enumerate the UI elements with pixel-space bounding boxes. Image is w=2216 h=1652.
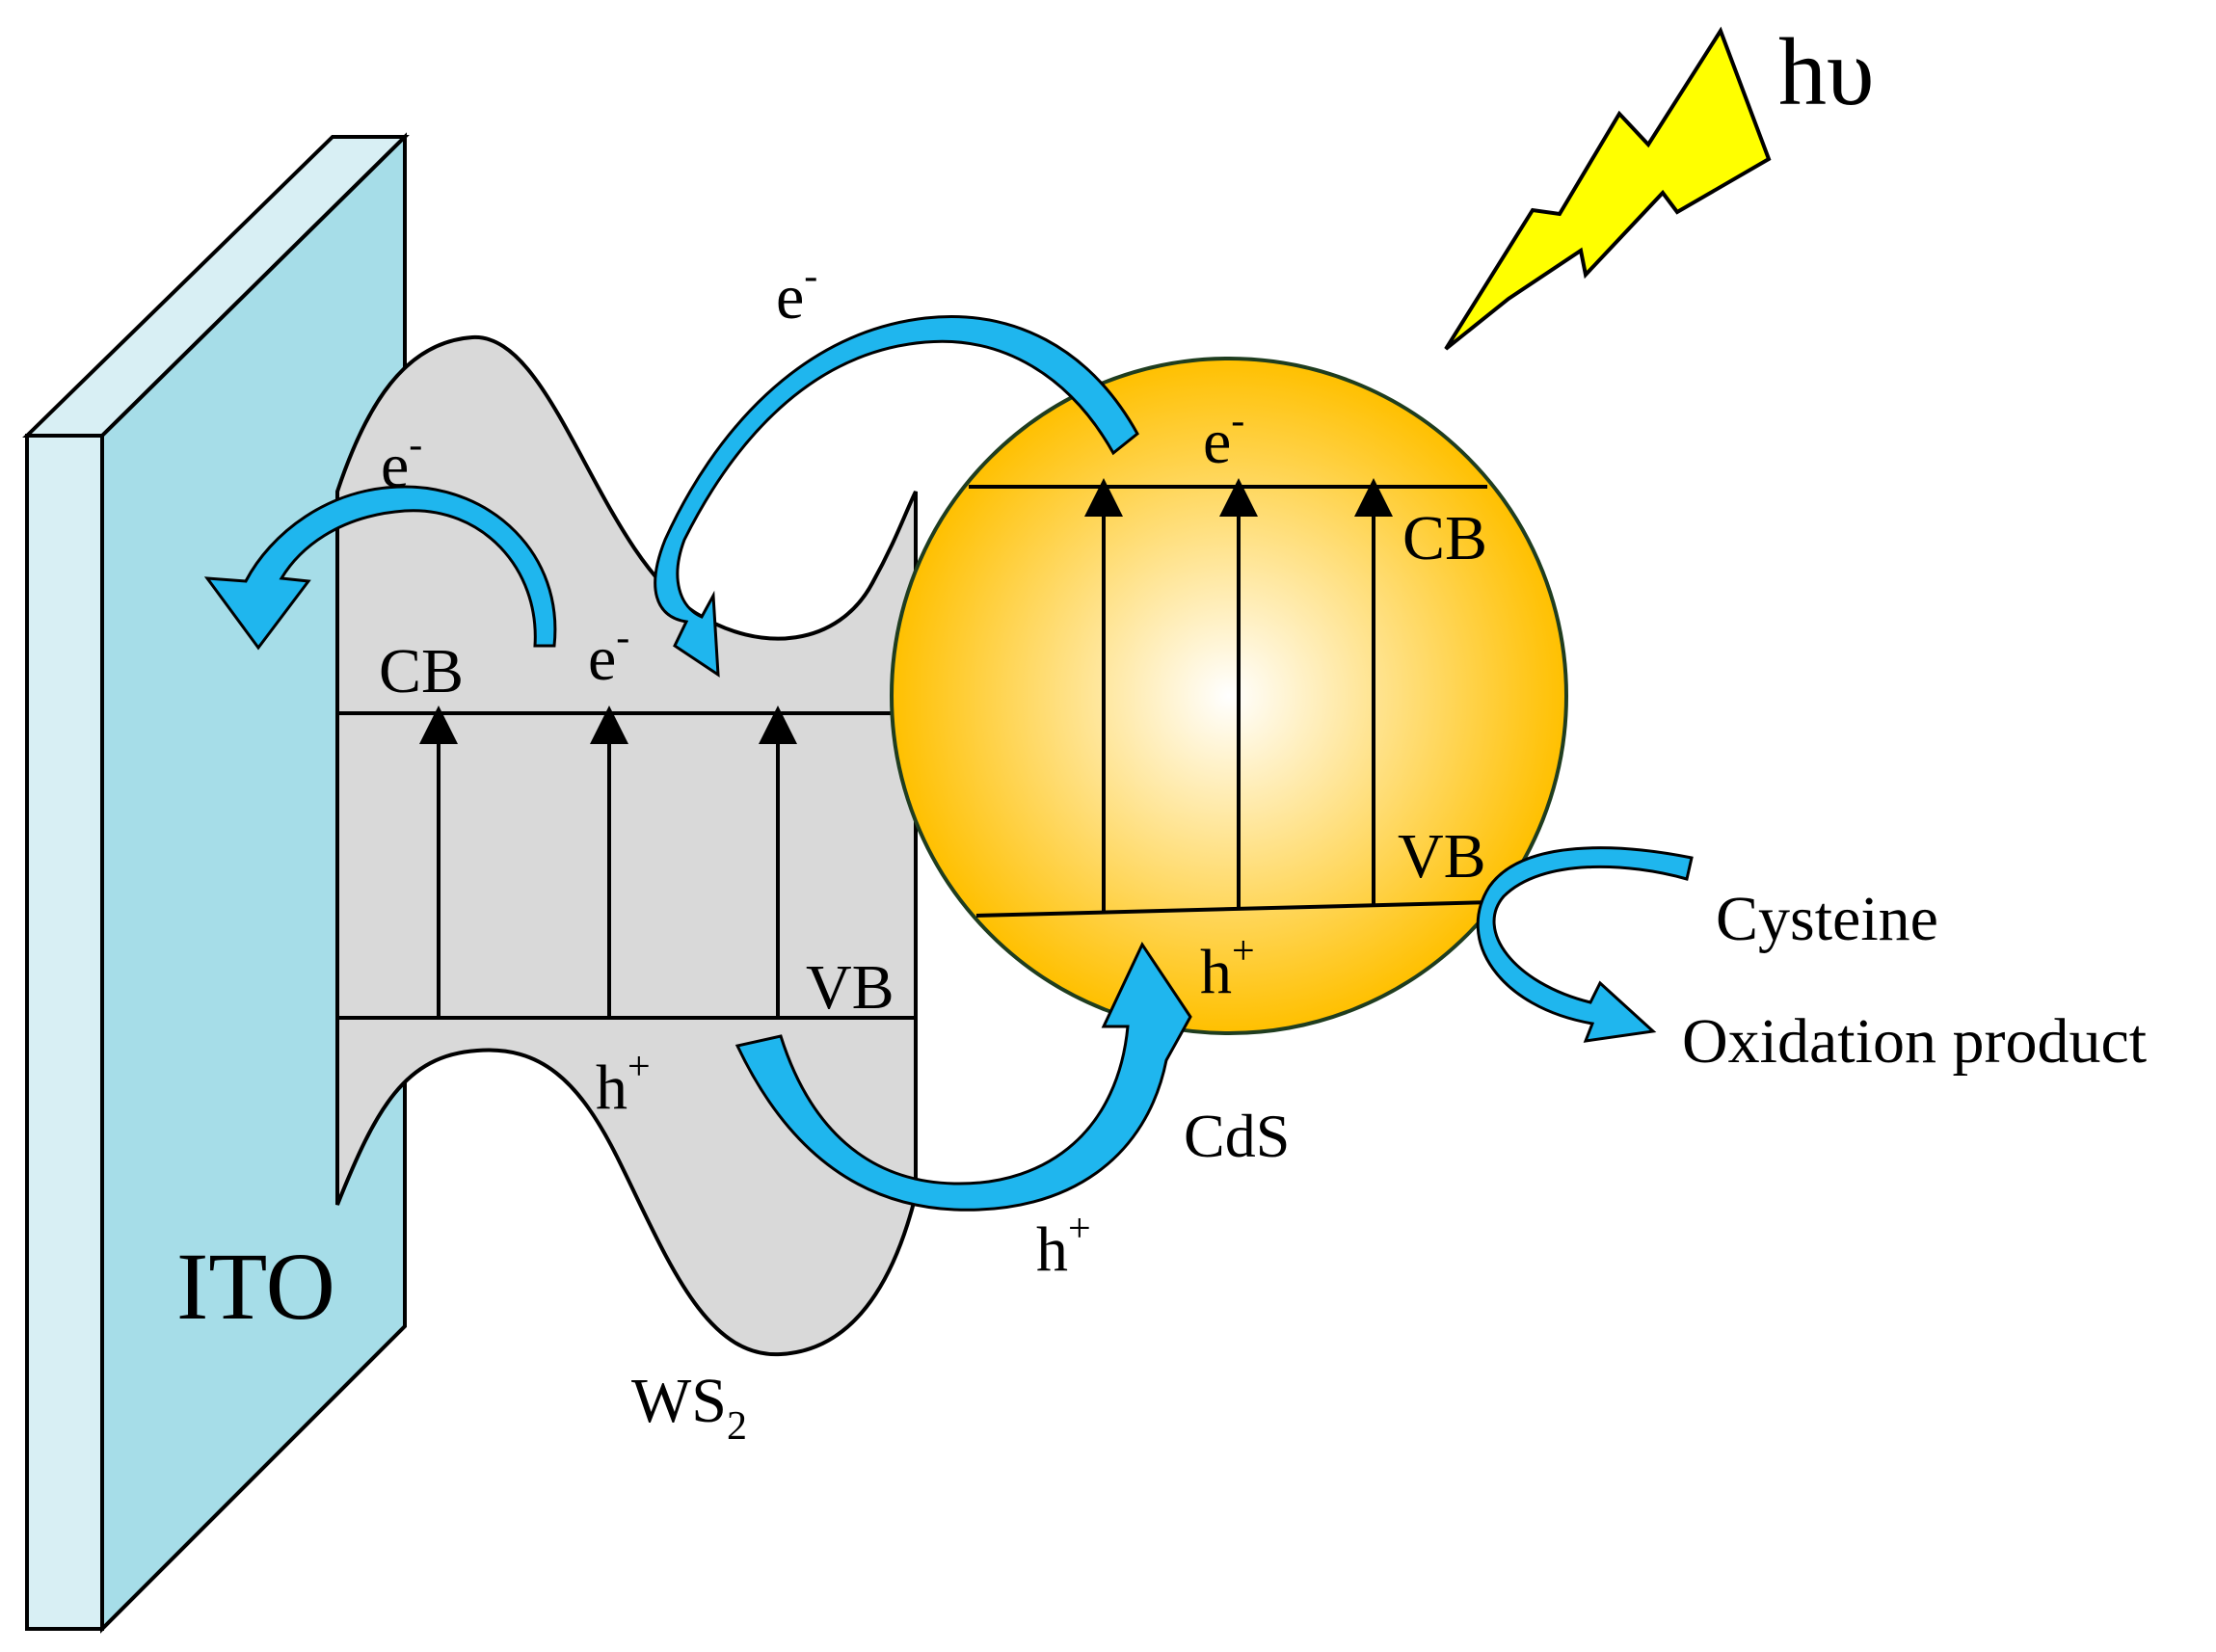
cds-sphere [890,357,1568,1035]
ws2-vb-label: VB [806,952,894,1023]
ws2-cb-label: CB [379,636,464,706]
ws2-electron-label: e- [588,616,629,694]
cds-cb-label: CB [1402,503,1487,573]
cds-hole-label: h+ [1200,929,1255,1007]
lightning-bolt-icon: hυ [1444,18,1875,351]
cysteine-oxidation-arrow: Cysteine Oxidation product [1476,846,2147,1077]
cds-particle: CB VB e- h+ CdS [890,357,1568,1170]
cds-vb-label: VB [1398,821,1486,892]
electron-to-ito-arrow [203,485,557,651]
electron-transfer-top-label: e- [776,254,817,333]
electron-to-ito-arrow-body [203,485,557,651]
cysteine-oxidation-arrow-body [1476,846,1694,1043]
lightning-bolt-shape [1444,26,1772,351]
oxidation-product-label: Oxidation product [1682,1006,2147,1077]
ito-side-face [25,434,104,1631]
ito-label: ITO [176,1233,335,1340]
hole-transfer-label: h+ [1036,1207,1091,1285]
hole-ws2-to-cds-arrow-body [734,941,1192,1212]
hole-ws2-to-cds-arrow: h+ [734,941,1192,1285]
cds-vb-line [975,900,1495,918]
cysteine-label: Cysteine [1716,884,1938,954]
ws2-hole-label: h+ [596,1045,651,1123]
electron-cds-to-ws2-arrow [654,315,1139,678]
electron-cds-to-ws2-arrow-body [654,315,1139,678]
ws2-label: WS2 [631,1366,747,1449]
light-energy-label: hυ [1778,18,1875,125]
cds-label: CdS [1184,1102,1290,1170]
cds-electron-label: e- [1203,399,1244,477]
